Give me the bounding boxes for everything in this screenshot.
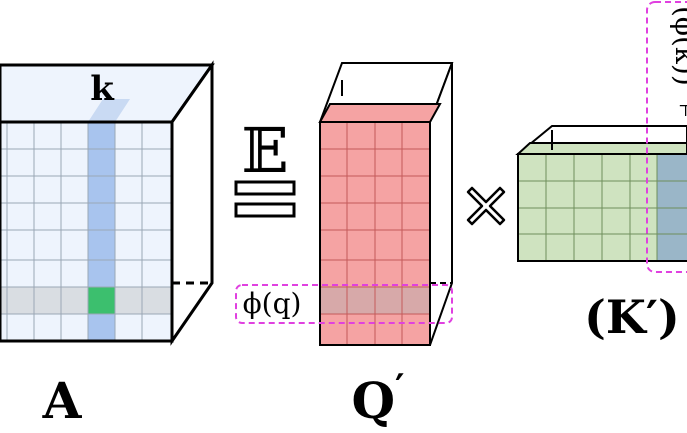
matrix-a-query-row xyxy=(0,287,172,314)
matrix-k-prime: (ϕ(k)) ⊤ (K′) xyxy=(515,1,687,344)
k-grid xyxy=(518,154,687,261)
q-top-red xyxy=(318,103,442,123)
k-transpose-mark: ⊤ xyxy=(678,101,687,120)
matrix-a-attention-cell xyxy=(88,287,115,314)
expectation-symbol: 𝔼 xyxy=(241,114,288,187)
matrix-a: k A xyxy=(0,60,215,430)
q-grid xyxy=(320,122,430,345)
label-k-prime: (K′) xyxy=(584,290,680,344)
phi-k-label: (ϕ(k)) xyxy=(669,6,687,86)
label-k: k xyxy=(90,69,115,109)
matrix-a-grid xyxy=(0,122,172,341)
phi-q-box xyxy=(235,284,453,324)
phi-q-label: ϕ(q) xyxy=(243,287,302,320)
expectation-equals: 𝔼 xyxy=(234,114,296,218)
matrix-q-prime: ϕ(q) Q′ xyxy=(235,62,454,430)
k-top-green xyxy=(515,142,687,155)
times-symbol xyxy=(466,186,506,226)
equals-bar-bottom xyxy=(234,202,296,218)
label-a: A xyxy=(42,371,83,430)
label-q-prime: Q′ xyxy=(351,367,404,430)
matrix-a-key-column-top xyxy=(88,99,130,122)
equals-bar-top xyxy=(234,180,296,196)
